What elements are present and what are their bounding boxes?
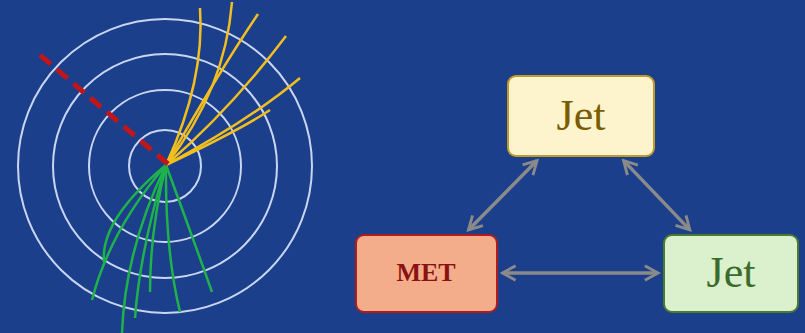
met-dashed-line	[34, 50, 168, 164]
node-label: Jet	[707, 251, 756, 295]
node-label: Jet	[557, 94, 606, 138]
double-arrow	[469, 161, 537, 230]
double-arrow	[624, 161, 690, 230]
jet-tracks-yellow	[166, 2, 300, 165]
detector-layers	[18, 19, 312, 313]
jet-tracks-green	[92, 165, 212, 333]
node-label: MET	[396, 260, 455, 286]
jet-box: Jet	[663, 234, 799, 313]
met-box: MET	[355, 234, 498, 313]
double-arrow	[503, 271, 659, 275]
jet-box: Jet	[507, 75, 655, 157]
